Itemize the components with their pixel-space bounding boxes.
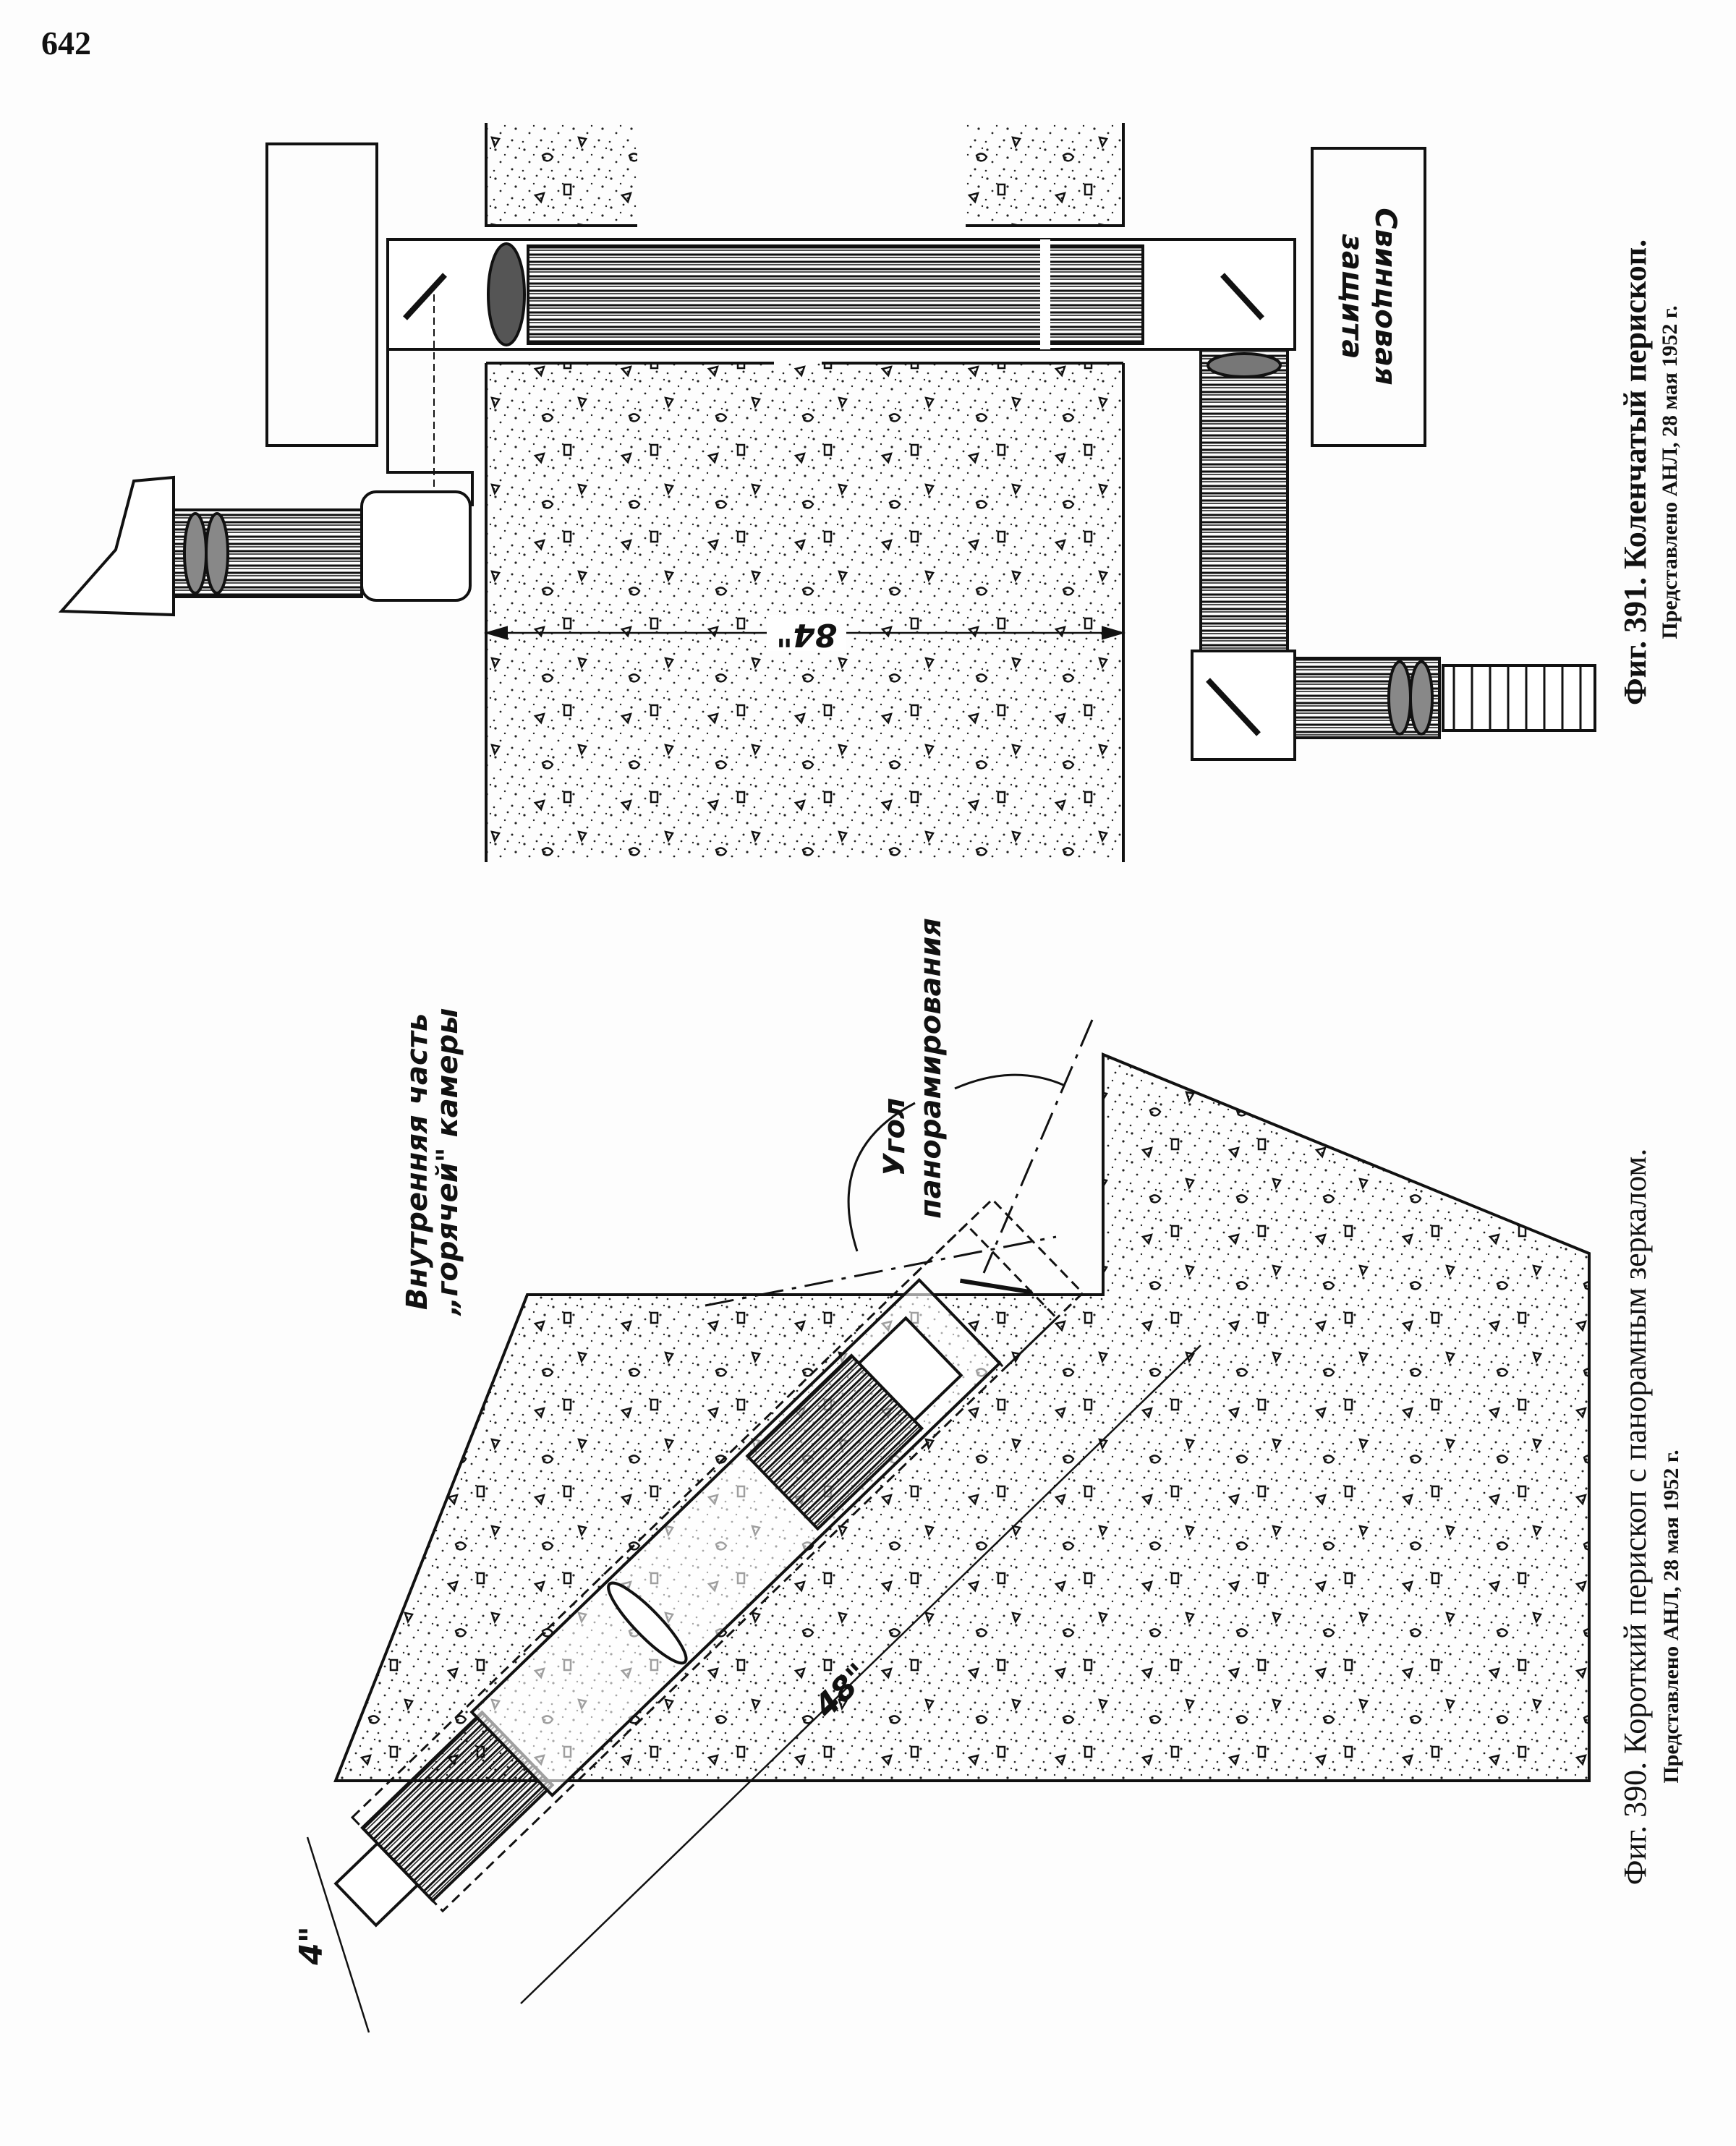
lead-shield-label-line2: защита — [1335, 234, 1369, 359]
lens — [487, 242, 526, 346]
flexible-eyepiece-hose — [1442, 664, 1596, 732]
panning-limit-line — [705, 1235, 1057, 1307]
concrete-wall-lower — [486, 363, 1123, 862]
mirror-right — [1220, 273, 1264, 320]
figure-391-cranked-periscope — [58, 123, 1596, 862]
figure-391-credit: Представлено АНЛ, 28 мая 1952 г. — [1658, 305, 1682, 639]
right-vertical-tube — [1199, 348, 1289, 655]
dimension-84-label: 84" — [776, 616, 837, 653]
lead-shield-block — [1311, 147, 1426, 447]
concrete-wall-top-right — [966, 123, 1123, 226]
left-eyepiece-cup — [58, 475, 175, 617]
periscope-body — [333, 1198, 1084, 1928]
page-number: 642 — [41, 25, 91, 61]
figure-390-credit: Представлено АНЛ, 28 мая 1952 г. — [1659, 1449, 1683, 1783]
dimension-line-4 — [306, 1836, 370, 2033]
concrete-wall-top-left — [486, 123, 637, 226]
lead-shield-label-line1: Свинцовая — [1369, 208, 1402, 385]
mirror-left — [403, 273, 447, 320]
panning-axis-line — [982, 1019, 1094, 1274]
left-shield-block — [265, 142, 378, 447]
right-elbow-housing — [1191, 650, 1296, 761]
pan-angle-label-line1: Угол — [878, 1098, 911, 1177]
dimension-4-label: 4" — [293, 1926, 330, 1966]
hot-cell-label-line1: Внутренняя часть — [401, 1013, 434, 1310]
pan-angle-label-line2: панорамирования — [914, 918, 948, 1219]
figure-390-caption: Фиг. 390. Короткий перископ с панорамным… — [1617, 1149, 1653, 1886]
left-eyepiece-housing — [360, 490, 472, 602]
figure-390-short-periscope — [306, 1019, 1591, 2033]
dimension-line-48 — [520, 1345, 1201, 2004]
hot-cell-label-line2: „горячей" камеры — [431, 1008, 464, 1317]
pan-angle-arc — [847, 1073, 1064, 1252]
figure-391-caption: Фиг. 391. Коленчатый перископ. — [1617, 239, 1653, 705]
